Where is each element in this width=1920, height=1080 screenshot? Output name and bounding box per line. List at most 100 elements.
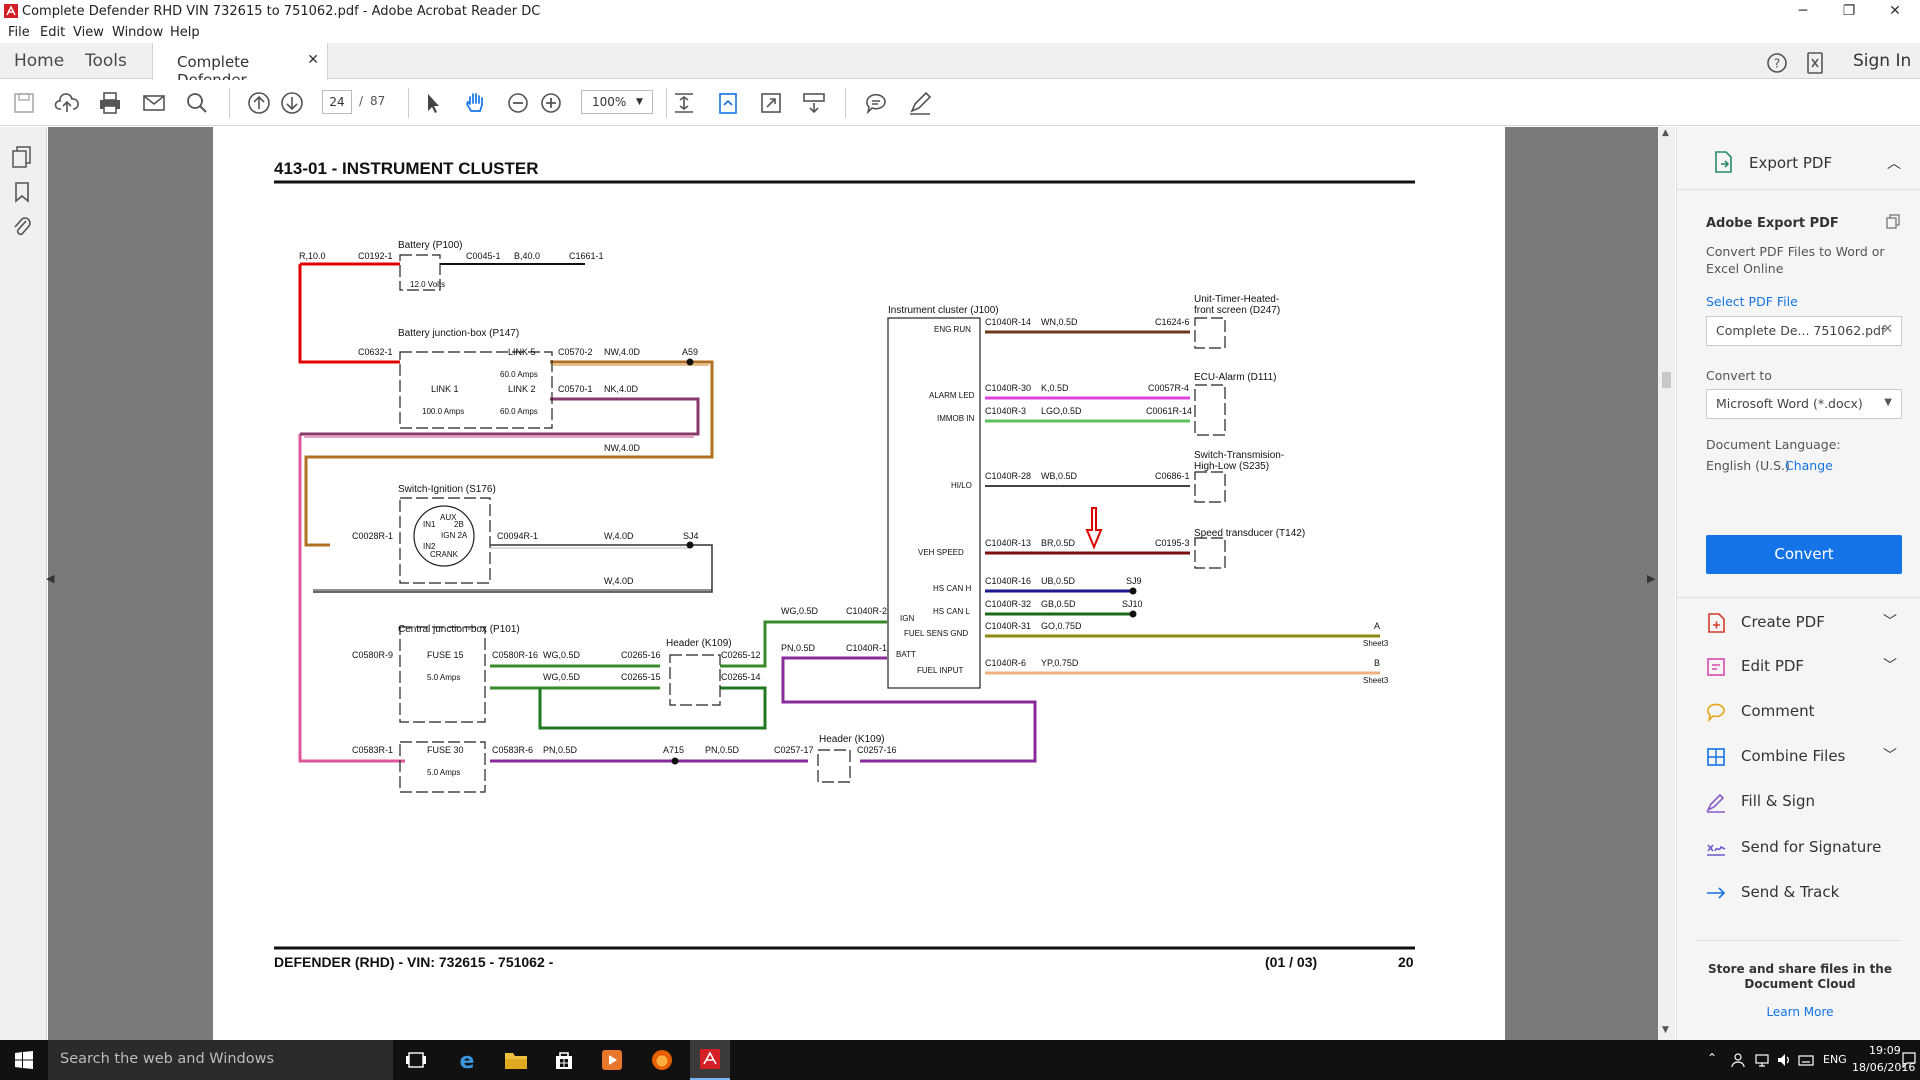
selected-file-field[interactable]: Complete De... 751062.pdf ✕ (1706, 316, 1902, 346)
draw-pen-icon[interactable] (907, 90, 933, 116)
svg-text:LINK 1: LINK 1 (431, 384, 459, 394)
tool-fill-sign[interactable]: Fill & Sign (1705, 788, 1905, 818)
keyboard-icon[interactable] (1798, 1052, 1814, 1068)
page-thumbnails-icon[interactable] (11, 145, 33, 169)
convert-format-select[interactable]: Microsoft Word (*.docx) ▼ (1706, 389, 1902, 419)
tab-home[interactable]: Home (14, 51, 65, 71)
email-icon[interactable] (141, 90, 167, 116)
attachment-icon[interactable] (12, 215, 32, 237)
upload-cloud-icon[interactable] (54, 90, 80, 116)
hand-tool-icon[interactable] (462, 90, 488, 116)
chevron-down-icon[interactable]: ﹀ (1883, 748, 1897, 764)
selected-file-name: Complete De... 751062.pdf (1716, 323, 1886, 338)
save-icon[interactable] (11, 90, 37, 116)
svg-text:NK,4.0D: NK,4.0D (604, 384, 639, 394)
zoom-level-select[interactable]: 100%▼ (581, 90, 653, 114)
svg-text:C1040R-13: C1040R-13 (985, 538, 1031, 548)
tool-edit-pdf[interactable]: Edit PDF ﹀ (1705, 653, 1905, 683)
input-language[interactable]: ENG (1823, 1053, 1847, 1066)
bookmark-icon[interactable] (13, 181, 31, 203)
edge-browser-icon[interactable]: e (455, 1048, 479, 1072)
convert-button[interactable]: Convert (1706, 535, 1902, 574)
change-language-link[interactable]: Change (1785, 458, 1833, 473)
svg-text:K,0.5D: K,0.5D (1041, 383, 1069, 393)
taskbar-acrobat-active[interactable] (690, 1040, 730, 1080)
clear-file-icon[interactable]: ✕ (1882, 322, 1893, 337)
zoom-in-icon[interactable] (538, 90, 564, 116)
tool-combine-files[interactable]: Combine Files ﹀ (1705, 743, 1905, 773)
svg-text:front screen (D247): front screen (D247) (1194, 305, 1280, 316)
select-cursor-icon[interactable] (420, 90, 446, 116)
tool-comment[interactable]: Comment (1705, 698, 1905, 728)
system-tray-chevron-icon[interactable]: ⌃ (1707, 1051, 1718, 1065)
maximize-button[interactable]: ❐ (1842, 3, 1856, 19)
collapse-left-icon[interactable]: ◀ (46, 572, 55, 585)
firefox-icon[interactable] (650, 1048, 674, 1072)
action-center-icon[interactable] (1902, 1052, 1916, 1068)
clock-date[interactable]: 18/06/2016 (1852, 1061, 1916, 1074)
svg-text:C1040R-2: C1040R-2 (846, 606, 887, 616)
menu-edit[interactable]: Edit (40, 25, 66, 40)
volume-icon[interactable] (1776, 1052, 1792, 1068)
select-pdf-file-link[interactable]: Select PDF File (1706, 294, 1798, 309)
full-screen-icon[interactable] (758, 90, 784, 116)
comment-icon[interactable] (863, 90, 889, 116)
copy-icon[interactable] (1885, 213, 1901, 229)
print-icon[interactable] (97, 90, 123, 116)
help-icon[interactable]: ? (1766, 52, 1788, 74)
svg-text:C0265-16: C0265-16 (621, 650, 661, 660)
svg-text:C1040R-28: C1040R-28 (985, 471, 1031, 481)
next-page-icon[interactable] (279, 90, 305, 116)
learn-more-link[interactable]: Learn More (1766, 1005, 1834, 1019)
fit-page-icon[interactable] (671, 90, 697, 116)
mobile-link-icon[interactable] (1806, 52, 1824, 74)
tool-send-track[interactable]: Send & Track (1705, 879, 1905, 909)
chevron-up-icon[interactable]: ︿ (1887, 156, 1901, 172)
task-view-icon[interactable] (406, 1051, 426, 1069)
svg-text:C1040R-3: C1040R-3 (985, 406, 1026, 416)
media-player-icon[interactable] (601, 1049, 623, 1071)
scroll-thumb[interactable] (1662, 372, 1671, 388)
people-icon[interactable] (1730, 1052, 1746, 1068)
svg-text:C0028R-1: C0028R-1 (352, 531, 393, 541)
scroll-mode-icon[interactable] (801, 90, 827, 116)
svg-text:e: e (460, 1049, 475, 1072)
menu-file[interactable]: File (8, 25, 30, 40)
scroll-down-icon[interactable]: ▼ (1662, 1025, 1669, 1035)
chevron-down-icon[interactable]: ﹀ (1883, 614, 1897, 630)
zoom-out-icon[interactable] (505, 90, 531, 116)
collapse-right-icon[interactable]: ▶ (1647, 572, 1656, 585)
tool-create-pdf[interactable]: Create PDF ﹀ (1705, 609, 1905, 639)
menu-help[interactable]: Help (170, 25, 200, 40)
chevron-down-icon: ▼ (1884, 397, 1892, 408)
minimize-button[interactable]: ─ (1798, 3, 1808, 19)
file-explorer-icon[interactable] (504, 1050, 528, 1070)
rotate-page-icon[interactable] (715, 90, 741, 116)
windows-start-icon[interactable] (15, 1051, 33, 1069)
previous-page-icon[interactable] (246, 90, 272, 116)
scroll-up-icon[interactable]: ▲ (1662, 128, 1669, 138)
network-icon[interactable] (1754, 1052, 1770, 1068)
sign-in-link[interactable]: Sign In (1853, 51, 1912, 71)
close-window-button[interactable]: ✕ (1889, 3, 1901, 19)
menu-window[interactable]: Window (112, 25, 164, 40)
menu-view[interactable]: View (73, 25, 104, 40)
close-tab-icon[interactable]: ✕ (307, 52, 319, 68)
taskbar-search-box[interactable]: Search the web and Windows (48, 1040, 393, 1080)
page-number-input[interactable]: 24 (322, 90, 352, 114)
page-footer-left: DEFENDER (RHD) - VIN: 732615 - 751062 - (274, 954, 554, 970)
clock-time[interactable]: 19:09 (1869, 1044, 1901, 1057)
chevron-down-icon[interactable]: ﹀ (1883, 658, 1897, 674)
tab-document[interactable]: Complete Defender... ✕ (152, 43, 328, 89)
export-pdf-title[interactable]: Export PDF (1749, 154, 1833, 172)
svg-text:Header (K109): Header (K109) (819, 734, 885, 745)
svg-text:FUSE 15: FUSE 15 (427, 650, 464, 660)
search-icon[interactable] (184, 90, 210, 116)
svg-text:12.0 Volts: 12.0 Volts (410, 280, 445, 289)
store-icon[interactable] (553, 1049, 575, 1071)
svg-text:A59: A59 (682, 347, 698, 357)
vertical-scrollbar[interactable]: ▲ ▼ (1658, 127, 1675, 1040)
tool-send-for-signature[interactable]: Send for Signature (1705, 834, 1905, 864)
tab-tools[interactable]: Tools (85, 51, 127, 71)
svg-text:HS CAN L: HS CAN L (933, 607, 970, 616)
